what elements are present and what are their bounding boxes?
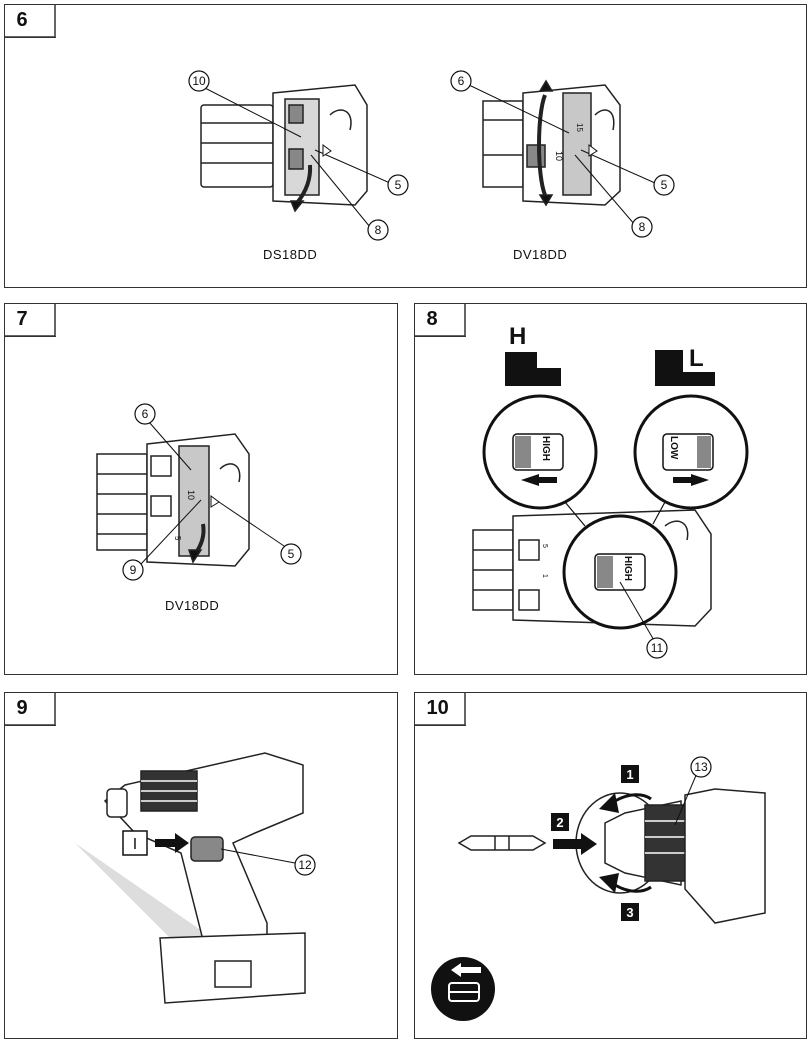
figure-8-panel: 8 H L 1 5 HIGH bbox=[413, 302, 807, 675]
fig6-callout-8-left: 8 bbox=[375, 223, 382, 237]
step-3-label: 3 bbox=[626, 905, 633, 920]
figure-6-panel: 6 bbox=[3, 3, 807, 288]
figure-6-illustration: 15 10 10 5 8 6 5 8 bbox=[5, 5, 675, 241]
fig6-callout-10: 10 bbox=[192, 74, 206, 88]
figure-8-illustration: H L 1 5 HIGH LOW bbox=[415, 304, 749, 659]
fig6-callout-8-right: 8 bbox=[639, 220, 646, 234]
fig6-callout-6: 6 bbox=[458, 74, 465, 88]
figure-9-panel: 9 I 12 bbox=[3, 691, 398, 1039]
switch-low-label: LOW bbox=[668, 436, 679, 460]
fig10-callout-13: 13 bbox=[694, 760, 708, 774]
fig9-callout-12: 12 bbox=[298, 858, 312, 872]
dv18dd-drill-drawing: 15 10 bbox=[482, 79, 621, 207]
figure-6-number-tab: 6 bbox=[3, 3, 56, 38]
figure-7-panel: 7 10 5 6 9 5 bbox=[3, 302, 398, 675]
fig6-caption-ds18dd: DS18DD bbox=[263, 247, 318, 262]
dv18dd-dial-number-10: 10 bbox=[554, 151, 564, 161]
switch-high-label-top: HIGH bbox=[540, 436, 551, 461]
figure-8-number-tab: 8 bbox=[413, 302, 466, 337]
fig7-caption-dv18dd: DV18DD bbox=[165, 598, 220, 613]
step-2-label: 2 bbox=[556, 815, 563, 830]
fig8-callout-11: 11 bbox=[651, 641, 664, 655]
fig7-dial-number-10: 10 bbox=[186, 490, 196, 500]
dv18dd-dial-number-15: 15 bbox=[575, 123, 584, 132]
fig7-callout-9: 9 bbox=[130, 563, 137, 577]
figure-7-number: 7 bbox=[16, 307, 28, 330]
bit-removal-icon bbox=[431, 957, 495, 1021]
fig7-callout-6: 6 bbox=[142, 407, 149, 421]
switch-high-label-main: HIGH bbox=[622, 556, 633, 581]
figure-7-illustration: 10 5 6 9 5 bbox=[5, 304, 302, 581]
ds18dd-drill-drawing bbox=[200, 84, 368, 213]
figure-10-illustration: 1 2 3 13 bbox=[415, 693, 766, 1021]
fig8-dial-number-5: 5 bbox=[541, 544, 548, 548]
fig8-dial-number-1: 1 bbox=[541, 574, 548, 578]
speed-low-letter: L bbox=[689, 345, 704, 372]
figure-6-number: 6 bbox=[16, 8, 28, 31]
fig6-callout-5-left: 5 bbox=[395, 178, 402, 192]
step-1-label: 1 bbox=[626, 767, 633, 782]
fig9-step-marker: I bbox=[133, 836, 137, 853]
figure-8-number: 8 bbox=[426, 307, 438, 330]
figure-9-number: 9 bbox=[16, 696, 28, 719]
figure-10-panel: 10 1 2 3 13 bbox=[413, 691, 807, 1039]
fig6-caption-dv18dd: DV18DD bbox=[513, 247, 568, 262]
figure-9-illustration: I 12 bbox=[5, 693, 316, 1004]
figure-10-number: 10 bbox=[426, 696, 449, 719]
fig6-callout-5-right: 5 bbox=[661, 178, 668, 192]
fig7-callout-5: 5 bbox=[288, 547, 295, 561]
fig7-dial-number-5: 5 bbox=[173, 536, 182, 541]
driver-bit-drawing bbox=[457, 835, 547, 851]
speed-low-icon bbox=[655, 350, 715, 386]
speed-high-letter: H bbox=[509, 323, 526, 350]
speed-high-icon bbox=[505, 352, 561, 386]
